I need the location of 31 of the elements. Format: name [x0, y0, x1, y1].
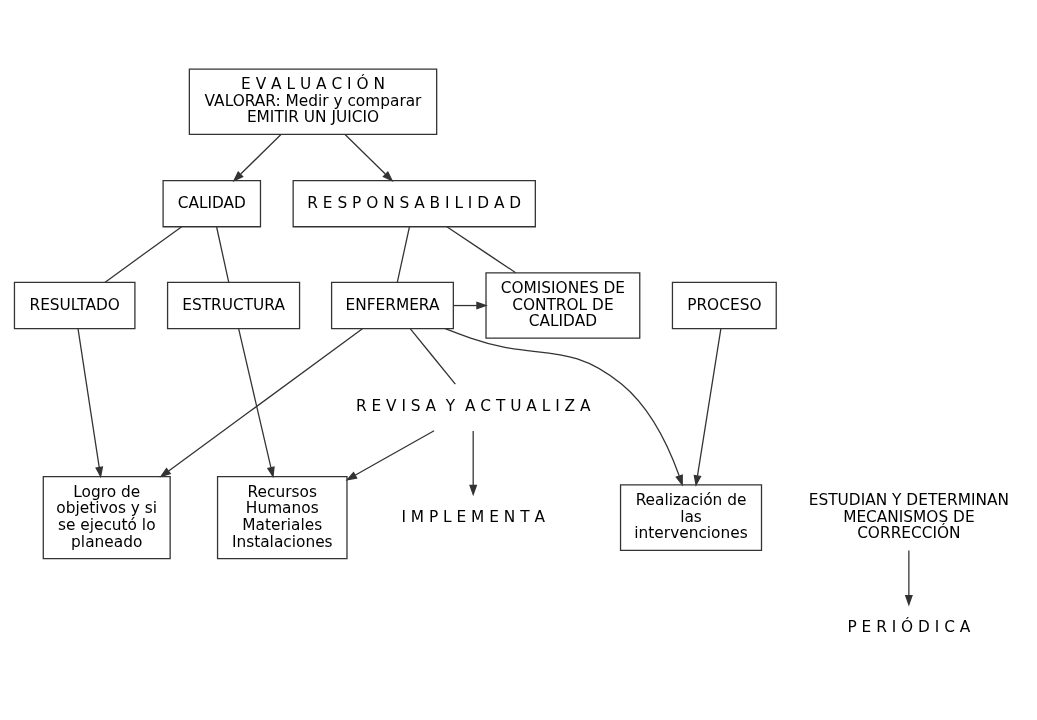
arrow — [468, 430, 477, 497]
node-text: P E R I Ó D I C A — [846, 617, 970, 636]
arrow — [159, 328, 363, 478]
connector — [215, 226, 229, 283]
arrow — [237, 328, 275, 479]
node-text: R E V I S A Y A C T U A L I Z A — [355, 397, 590, 416]
node-box: R E S P O N S A B I L I D A D — [292, 179, 536, 228]
arrow — [693, 328, 721, 487]
node-box: RESULTADO — [13, 281, 136, 330]
arrow — [76, 328, 103, 479]
arrow — [452, 301, 488, 310]
connector — [104, 226, 182, 283]
node-box: E V A L U A C I Ó N VALORAR: Medir y comparar EMITIR UN JUICIO — [188, 68, 437, 136]
arrow — [904, 549, 913, 607]
node-box: ENFERMERA — [330, 281, 454, 330]
node-text: I M P L E M E N T A — [400, 507, 545, 526]
node-text: ESTUDIAN Y DETERMINAN MECANISMOS DE CORRECCIÓN — [808, 490, 1009, 543]
node-box: CALIDAD — [161, 179, 261, 228]
node-box: Recursos Humanos Materiales Instalaciones — [216, 475, 348, 560]
node-box: COMISIONES DE CONTROL DE CALIDAD — [484, 272, 640, 339]
connector — [396, 226, 410, 283]
node-box: Logro de objetivos y si se ejecutó lo planeado — [42, 475, 171, 560]
connector — [409, 328, 456, 385]
node-box: Realización de las intervenciones — [619, 484, 762, 551]
arrow — [343, 133, 393, 182]
arrow — [232, 133, 282, 182]
arrow — [444, 328, 683, 487]
arrow — [345, 430, 435, 481]
node-box: ESTRUCTURA — [166, 281, 300, 330]
connector — [445, 226, 516, 274]
node-box: PROCESO — [671, 281, 777, 330]
